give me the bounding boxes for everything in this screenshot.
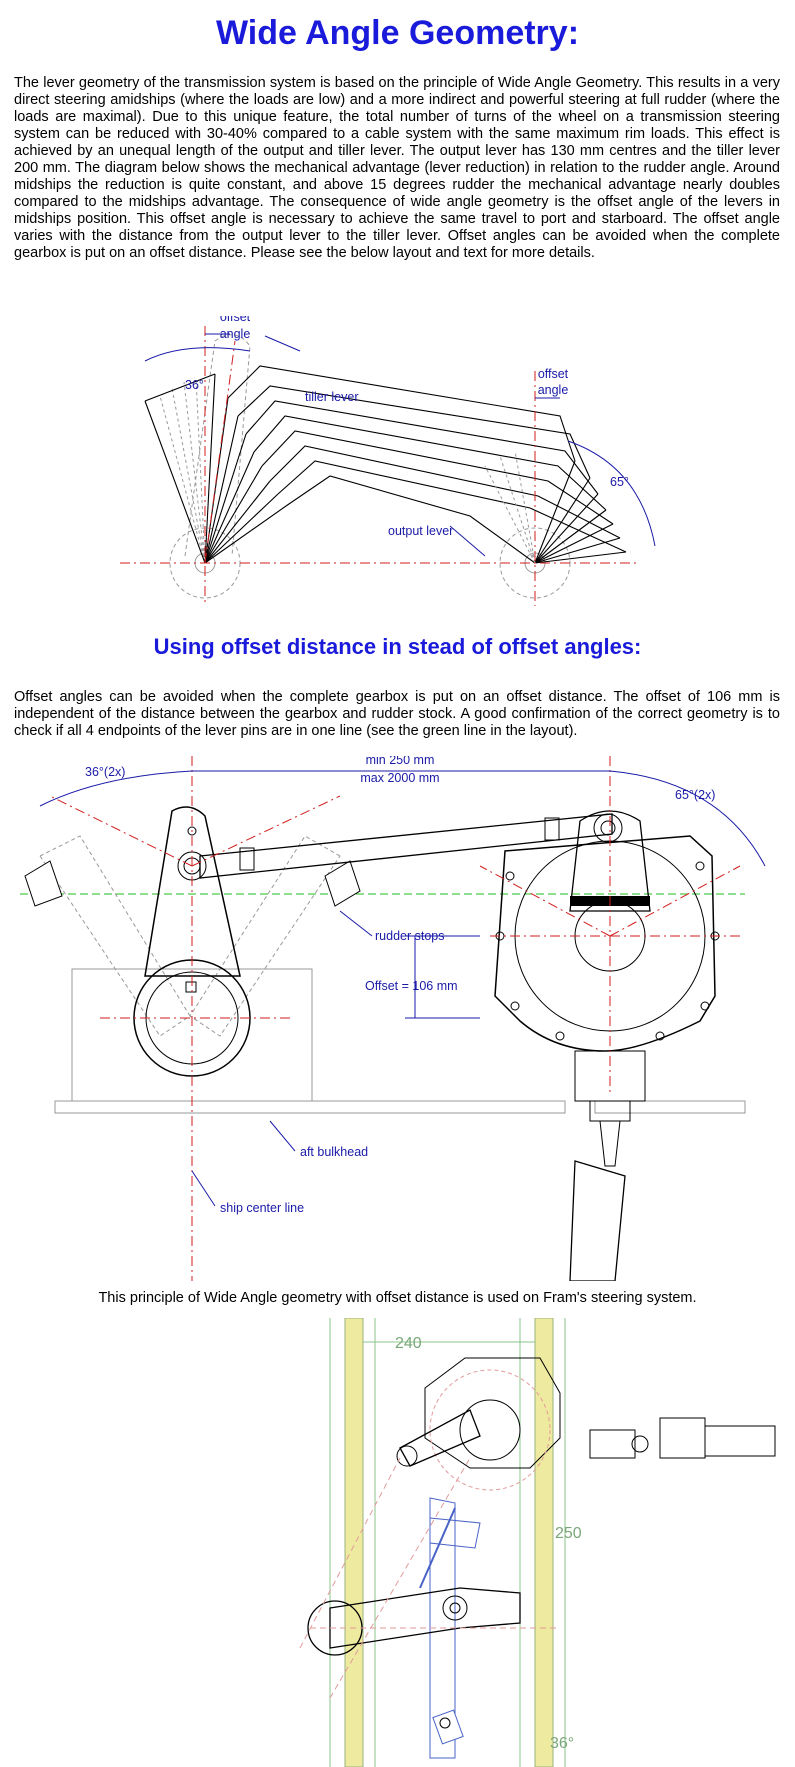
offset-angle-left-label-2: angle	[220, 327, 251, 341]
ship-center-line-label: ship center line	[220, 1201, 304, 1215]
fram-sketch: 240 250 36°	[299, 1318, 776, 1767]
intro-paragraph: The lever geometry of the transmission s…	[14, 75, 780, 261]
rudder-stops-label: rudder stops	[375, 929, 444, 943]
page-title: Wide Angle Geometry:	[215, 14, 580, 52]
tiller-lever-label: tiller lever	[305, 390, 359, 404]
offset-angle-left-label: offset	[220, 316, 251, 324]
angle-36-label-sketch: 36°	[550, 1735, 574, 1752]
caption: This principle of Wide Angle geometry wi…	[98, 1290, 697, 1306]
offset-heading: Using offset distance in stead of offset…	[153, 634, 642, 659]
angle-65-label: 65°	[610, 475, 629, 489]
offset-angle-right-label-2: angle	[538, 383, 569, 397]
dimension-250-label: 250	[555, 1525, 582, 1542]
min-distance-label: min 250 mm	[366, 756, 435, 767]
output-lever-label: output lever	[388, 524, 453, 538]
aft-bulkhead-label: aft bulkhead	[300, 1145, 368, 1159]
max-distance-label: max 2000 mm	[360, 771, 439, 785]
lever-geometry-diagram: offset angle 36° tiller lever offset ang…	[120, 316, 656, 606]
offset-paragraph: Offset angles can be avoided when the co…	[14, 689, 780, 739]
offset-layout-diagram: 36°(2x) min 250 mm max 2000 mm 65°(2x) r…	[20, 756, 766, 1281]
angle-36-label: 36°	[185, 378, 204, 392]
angle-65-2x-label: 65°(2x)	[675, 788, 715, 802]
angle-36-2x-label: 36°(2x)	[85, 765, 125, 779]
dimension-240-label: 240	[395, 1335, 422, 1352]
offset-angle-right-label: offset	[538, 367, 569, 381]
offset-106-label: Offset = 106 mm	[365, 979, 458, 993]
